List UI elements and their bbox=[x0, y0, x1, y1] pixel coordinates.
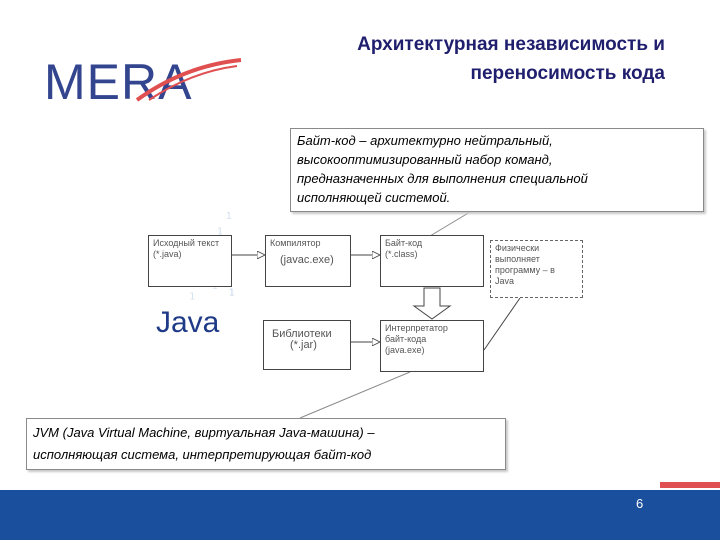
slide-title: Архитектурная независимость и переносимо… bbox=[240, 30, 665, 88]
jvm-definition-callout: JVM (Java Virtual Machine, виртуальная J… bbox=[26, 418, 506, 470]
library-box: Библиотеки (*.jar) bbox=[263, 320, 351, 370]
box-label: байт-кода bbox=[385, 334, 427, 344]
title-line-1: Архитектурная независимость и bbox=[357, 34, 665, 55]
mera-logo: MERA bbox=[44, 54, 242, 114]
box-label: (*.jar) bbox=[290, 339, 317, 351]
physical-execution-note: Физически выполняет программу – в Java bbox=[490, 240, 583, 298]
callout-line: исполняющей системой. bbox=[297, 190, 451, 205]
binary-digit: 1 bbox=[226, 211, 232, 222]
binary-digit: 1 bbox=[189, 292, 195, 301]
callout-line: JVM (Java Virtual Machine, виртуальная J… bbox=[33, 425, 375, 440]
callout-line: предназначенных для выполнения специальн… bbox=[297, 171, 588, 186]
block-arrow-bytecode-to-interpreter bbox=[412, 287, 452, 320]
bytecode-definition-callout: Байт-код – архитектурно нейтральный, выс… bbox=[290, 128, 704, 212]
box-label: Интерпретатор bbox=[385, 323, 448, 333]
binary-digit: 1 bbox=[229, 287, 235, 298]
box-label: (javac.exe) bbox=[280, 254, 334, 266]
box-label: Байт-код bbox=[385, 238, 423, 248]
title-line-2: переносимость кода bbox=[470, 63, 665, 84]
callout-line: Байт-код – архитектурно нейтральный, bbox=[297, 133, 553, 148]
bytecode-box: Байт-код (*.class) bbox=[380, 235, 484, 287]
page-number: 6 bbox=[636, 496, 644, 511]
footer-bar bbox=[0, 490, 720, 540]
box-label: (java.exe) bbox=[385, 345, 425, 355]
box-label: Библиотеки bbox=[272, 328, 332, 340]
box-label: (*.class) bbox=[385, 249, 418, 259]
callout-pointer-bytecode bbox=[429, 211, 471, 237]
logo-swoosh-icon bbox=[135, 58, 242, 102]
box-label: Компилятор bbox=[270, 238, 321, 248]
callout-pointer-jvm bbox=[299, 371, 411, 419]
box-label: Исходный текст bbox=[153, 238, 220, 248]
java-label: Java bbox=[156, 306, 220, 339]
compiler-box: Компилятор (javac.exe) bbox=[265, 235, 351, 287]
callout-line: высокооптимизированный набор команд, bbox=[297, 152, 553, 167]
callout-line: исполняющая система, интерпретирующая ба… bbox=[33, 447, 372, 462]
source-code-box: Исходный текст (*.java) bbox=[148, 235, 232, 287]
physical-box-pointer bbox=[483, 297, 521, 351]
footer-accent-stripe bbox=[660, 482, 720, 488]
box-label: Java bbox=[495, 276, 515, 286]
binary-digit: 1 bbox=[217, 227, 223, 238]
box-label: выполняет bbox=[495, 254, 540, 264]
interpreter-box: Интерпретатор байт-кода (java.exe) bbox=[380, 320, 484, 372]
box-label: Физически bbox=[495, 243, 540, 253]
box-label: программу – в bbox=[495, 265, 555, 275]
box-label: (*.java) bbox=[153, 249, 182, 259]
